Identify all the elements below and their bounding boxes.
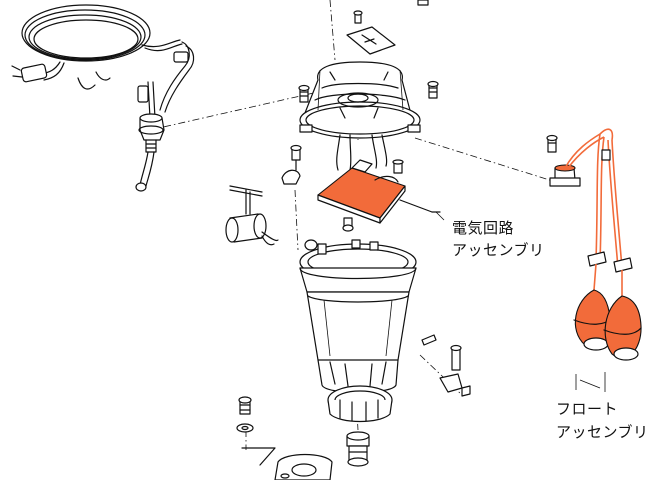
float-assembly-label-line1: フロート — [556, 400, 619, 418]
circuit-assembly-label-line2: アッセンブリ — [452, 241, 545, 259]
pump-body — [299, 239, 417, 394]
top-plate-and-screw — [346, 0, 429, 55]
internal-wires — [336, 134, 404, 174]
power-cord — [11, 4, 195, 192]
shaft-seal — [346, 431, 370, 467]
capacitor — [225, 185, 279, 246]
circuit-assembly-label-line1: 電気回路 — [452, 219, 515, 237]
electric-circuit-assembly — [317, 159, 441, 232]
float-assembly-label-line2: アッセンブリ — [556, 423, 649, 441]
base-plate — [241, 447, 333, 480]
impeller — [327, 385, 393, 423]
o-ring — [304, 239, 318, 251]
terminal-clip — [281, 144, 302, 185]
bottom-bolt — [236, 396, 254, 433]
label-leaders — [435, 211, 445, 221]
right-side-fasteners — [421, 334, 471, 397]
float-assembly — [546, 128, 642, 392]
motor-cover — [298, 61, 439, 139]
